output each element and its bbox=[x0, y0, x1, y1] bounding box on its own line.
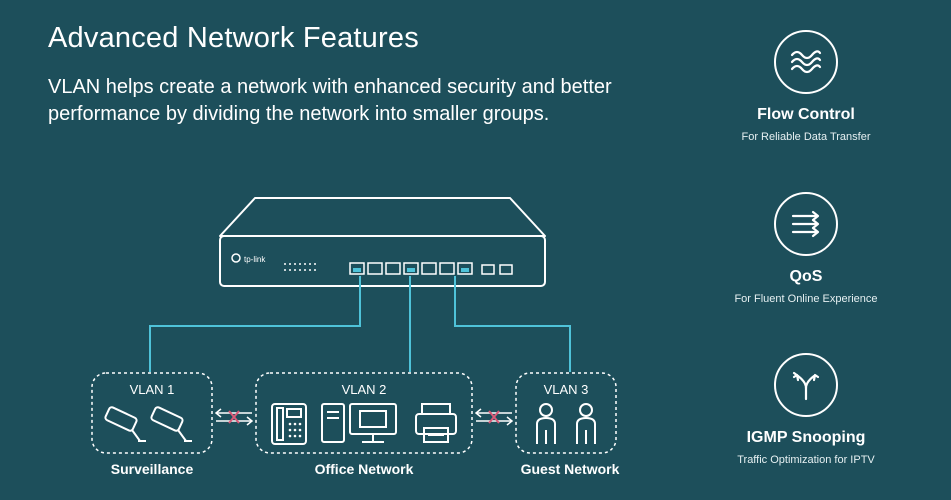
page-title: Advanced Network Features bbox=[48, 22, 419, 54]
vlan-diagram: tp-link VLAN bbox=[91, 197, 620, 477]
status-leds bbox=[284, 263, 316, 271]
feature-igmp-snooping: IGMP Snooping Traffic Optimization for I… bbox=[691, 353, 921, 466]
feature-desc: Traffic Optimization for IPTV bbox=[737, 454, 875, 466]
feature-desc: For Fluent Online Experience bbox=[734, 293, 878, 305]
feature-desc: For Reliable Data Transfer bbox=[741, 131, 871, 143]
vlan2-caption: Office Network bbox=[315, 461, 414, 477]
vlan2-label: VLAN 2 bbox=[342, 382, 387, 397]
desktop-computer-icon bbox=[321, 403, 397, 443]
person-icon bbox=[536, 403, 556, 444]
split-arrows-icon bbox=[774, 353, 838, 417]
ethernet-ports bbox=[349, 262, 513, 275]
tp-link-logo: tp-link bbox=[231, 253, 266, 264]
vlan2-box bbox=[255, 372, 473, 454]
vlan3-label: VLAN 3 bbox=[544, 382, 589, 397]
network-switch: tp-link bbox=[219, 197, 546, 287]
feature-flow-control: Flow Control For Reliable Data Transfer bbox=[691, 30, 921, 143]
feature-name: Flow Control bbox=[757, 106, 855, 123]
vlan1-caption: Surveillance bbox=[111, 461, 194, 477]
waves-icon bbox=[774, 30, 838, 94]
vlan1-label: VLAN 1 bbox=[130, 382, 175, 397]
camera-icon bbox=[150, 406, 192, 442]
person-icon bbox=[576, 403, 596, 444]
vlan1-box bbox=[91, 372, 213, 454]
arrows-right-icon bbox=[774, 192, 838, 256]
switch-brand: tp-link bbox=[244, 255, 266, 264]
vlan-connection-lines bbox=[149, 276, 571, 372]
page-subtitle: VLAN helps create a network with enhance… bbox=[48, 76, 612, 125]
active-ports bbox=[353, 268, 469, 272]
vlan3-box bbox=[515, 372, 617, 454]
feature-qos: QoS For Fluent Online Experience bbox=[691, 192, 921, 305]
camera-icon bbox=[104, 406, 146, 442]
vlan3-caption: Guest Network bbox=[521, 461, 620, 477]
printer-icon bbox=[415, 403, 457, 443]
blocked-link-icon bbox=[474, 408, 514, 426]
feature-name: QoS bbox=[789, 268, 823, 285]
blocked-link-icon bbox=[214, 408, 254, 426]
phone-icon bbox=[271, 403, 307, 445]
feature-name: IGMP Snooping bbox=[746, 429, 866, 446]
